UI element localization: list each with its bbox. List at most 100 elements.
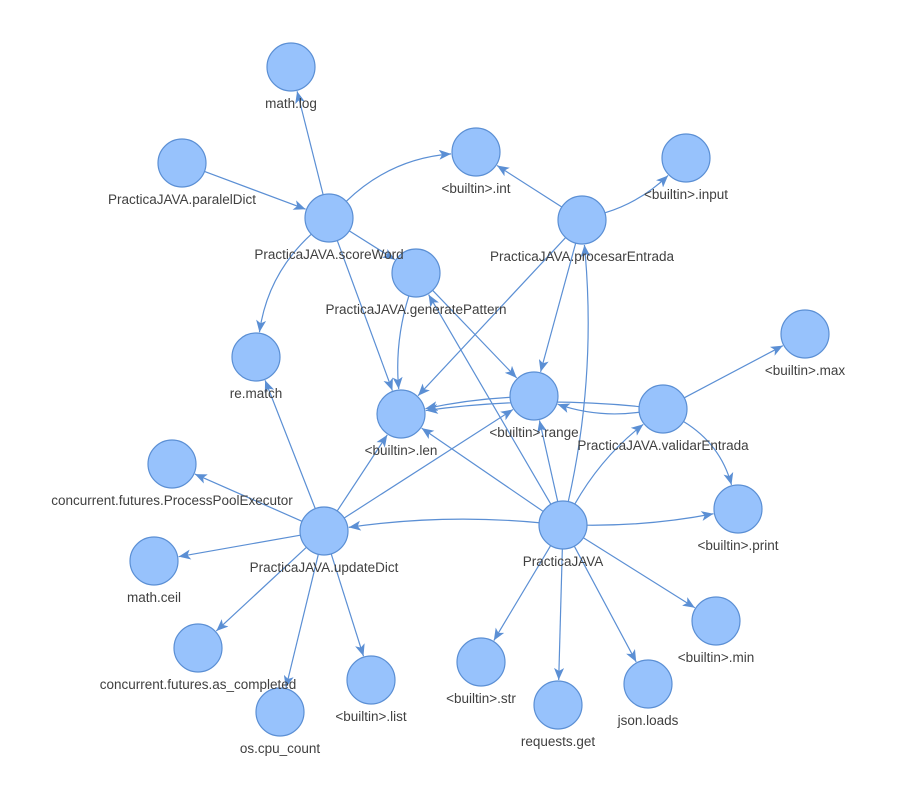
graph-node[interactable] <box>147 439 197 489</box>
edge-generatePattern-to-len <box>392 295 410 390</box>
node-circle[interactable] <box>266 42 316 92</box>
graph-node[interactable] <box>376 389 426 439</box>
graph-node[interactable] <box>623 659 673 709</box>
edge-procesarEntrada-to-input <box>604 175 669 214</box>
edge-PracticaJAVA-to-min <box>583 537 696 609</box>
edge-updateDict-to-re.match <box>264 380 316 509</box>
graph-node[interactable] <box>391 248 441 298</box>
node-circle[interactable] <box>147 439 197 489</box>
graph-node[interactable] <box>713 484 763 534</box>
node-label: math.ceil <box>127 590 181 605</box>
node-circle[interactable] <box>780 309 830 359</box>
node-circle[interactable] <box>533 680 583 730</box>
node-label: <builtin>.list <box>335 709 407 724</box>
edge-procesarEntrada-to-len <box>417 237 567 397</box>
node-circle[interactable] <box>451 127 501 177</box>
edge-updateDict-to-cpu_count <box>283 554 319 688</box>
edge-scoreWord-to-math.log <box>295 91 324 195</box>
graph-node[interactable] <box>266 42 316 92</box>
node-label: re.match <box>230 386 283 401</box>
graph-node[interactable] <box>255 687 305 737</box>
node-circle[interactable] <box>129 536 179 586</box>
node-circle[interactable] <box>173 623 223 673</box>
graph-node[interactable] <box>157 138 207 188</box>
graph-node[interactable] <box>509 371 559 421</box>
edge-procesarEntrada-to-range <box>538 242 577 373</box>
edge-updateDict-to-len <box>336 434 388 512</box>
node-circle[interactable] <box>299 506 349 556</box>
node-circle[interactable] <box>391 248 441 298</box>
graph-node[interactable] <box>780 309 830 359</box>
edge-PracticaJAVA-to-str <box>493 545 552 641</box>
graph-node[interactable] <box>456 637 506 687</box>
graph-node[interactable] <box>451 127 501 177</box>
graph-node[interactable] <box>638 384 688 434</box>
node-label: concurrent.futures.ProcessPoolExecutor <box>51 493 293 508</box>
node-label: <builtin>.int <box>441 181 510 196</box>
node-label: <builtin>.print <box>697 538 778 553</box>
edge-procesarEntrada-to-int <box>496 164 563 208</box>
node-label: PracticaJAVA.validarEntrada <box>577 438 749 453</box>
node-circle[interactable] <box>557 195 607 245</box>
edge-generatePattern-to-range <box>432 289 518 379</box>
node-circle[interactable] <box>346 655 396 705</box>
node-circle[interactable] <box>638 384 688 434</box>
node-label: requests.get <box>521 734 596 749</box>
nodes-layer <box>129 42 830 737</box>
node-circle[interactable] <box>456 637 506 687</box>
edge-scoreWord-to-len <box>336 240 393 391</box>
edge-validarEntrada-to-range <box>557 403 640 415</box>
node-label: <builtin>.input <box>644 187 728 202</box>
graph-node[interactable] <box>691 596 741 646</box>
edge-scoreWord-to-int <box>345 149 452 202</box>
graph-node[interactable] <box>231 332 281 382</box>
node-circle[interactable] <box>231 332 281 382</box>
edge-PracticaJAVA-to-requests.get <box>554 548 565 681</box>
node-circle[interactable] <box>304 193 354 243</box>
edge-PracticaJAVA-to-validarEntrada <box>574 423 644 505</box>
graph-node[interactable] <box>533 680 583 730</box>
edge-updateDict-to-list <box>330 553 365 657</box>
edge-scoreWord-to-re.match <box>256 233 312 333</box>
edge-updateDict-to-range <box>343 409 514 519</box>
edge-updateDict-to-ProcessPoolExecutor <box>194 473 303 522</box>
node-label: concurrent.futures.as_completed <box>100 677 297 692</box>
node-label: json.loads <box>617 713 679 728</box>
node-circle[interactable] <box>661 133 711 183</box>
graph-node[interactable] <box>557 195 607 245</box>
node-circle[interactable] <box>623 659 673 709</box>
graph-node[interactable] <box>129 536 179 586</box>
node-circle[interactable] <box>538 500 588 550</box>
node-label: <builtin>.len <box>365 443 438 458</box>
edge-paralelDict-to-scoreWord <box>204 170 306 210</box>
node-label: <builtin>.min <box>678 650 755 665</box>
edge-validarEntrada-to-print <box>683 420 734 486</box>
node-label: os.cpu_count <box>240 741 321 756</box>
node-label: PracticaJAVA.paralelDict <box>108 192 256 207</box>
node-label: PracticaJAVA.procesarEntrada <box>490 249 675 264</box>
graph-node[interactable] <box>538 500 588 550</box>
node-circle[interactable] <box>255 687 305 737</box>
node-circle[interactable] <box>157 138 207 188</box>
node-label: PracticaJAVA.generatePattern <box>325 302 506 317</box>
node-circle[interactable] <box>509 371 559 421</box>
graph-node[interactable] <box>661 133 711 183</box>
edge-updateDict-to-as_completed <box>215 546 307 632</box>
node-circle[interactable] <box>713 484 763 534</box>
edge-validarEntrada-to-max <box>683 345 784 399</box>
edge-PracticaJAVA-to-range <box>537 420 559 502</box>
edge-PracticaJAVA-to-print <box>586 511 714 526</box>
graph-node[interactable] <box>346 655 396 705</box>
edge-PracticaJAVA-to-generatePattern <box>428 294 552 505</box>
node-circle[interactable] <box>376 389 426 439</box>
node-label: PracticaJAVA <box>523 554 604 569</box>
node-label: PracticaJAVA.scoreWord <box>254 247 403 262</box>
node-circle[interactable] <box>691 596 741 646</box>
graph-node[interactable] <box>299 506 349 556</box>
graph-node[interactable] <box>304 193 354 243</box>
edge-PracticaJAVA-to-updateDict <box>348 518 540 531</box>
node-label: <builtin>.max <box>765 363 846 378</box>
node-label: PracticaJAVA.updateDict <box>250 560 399 575</box>
graph-node[interactable] <box>173 623 223 673</box>
